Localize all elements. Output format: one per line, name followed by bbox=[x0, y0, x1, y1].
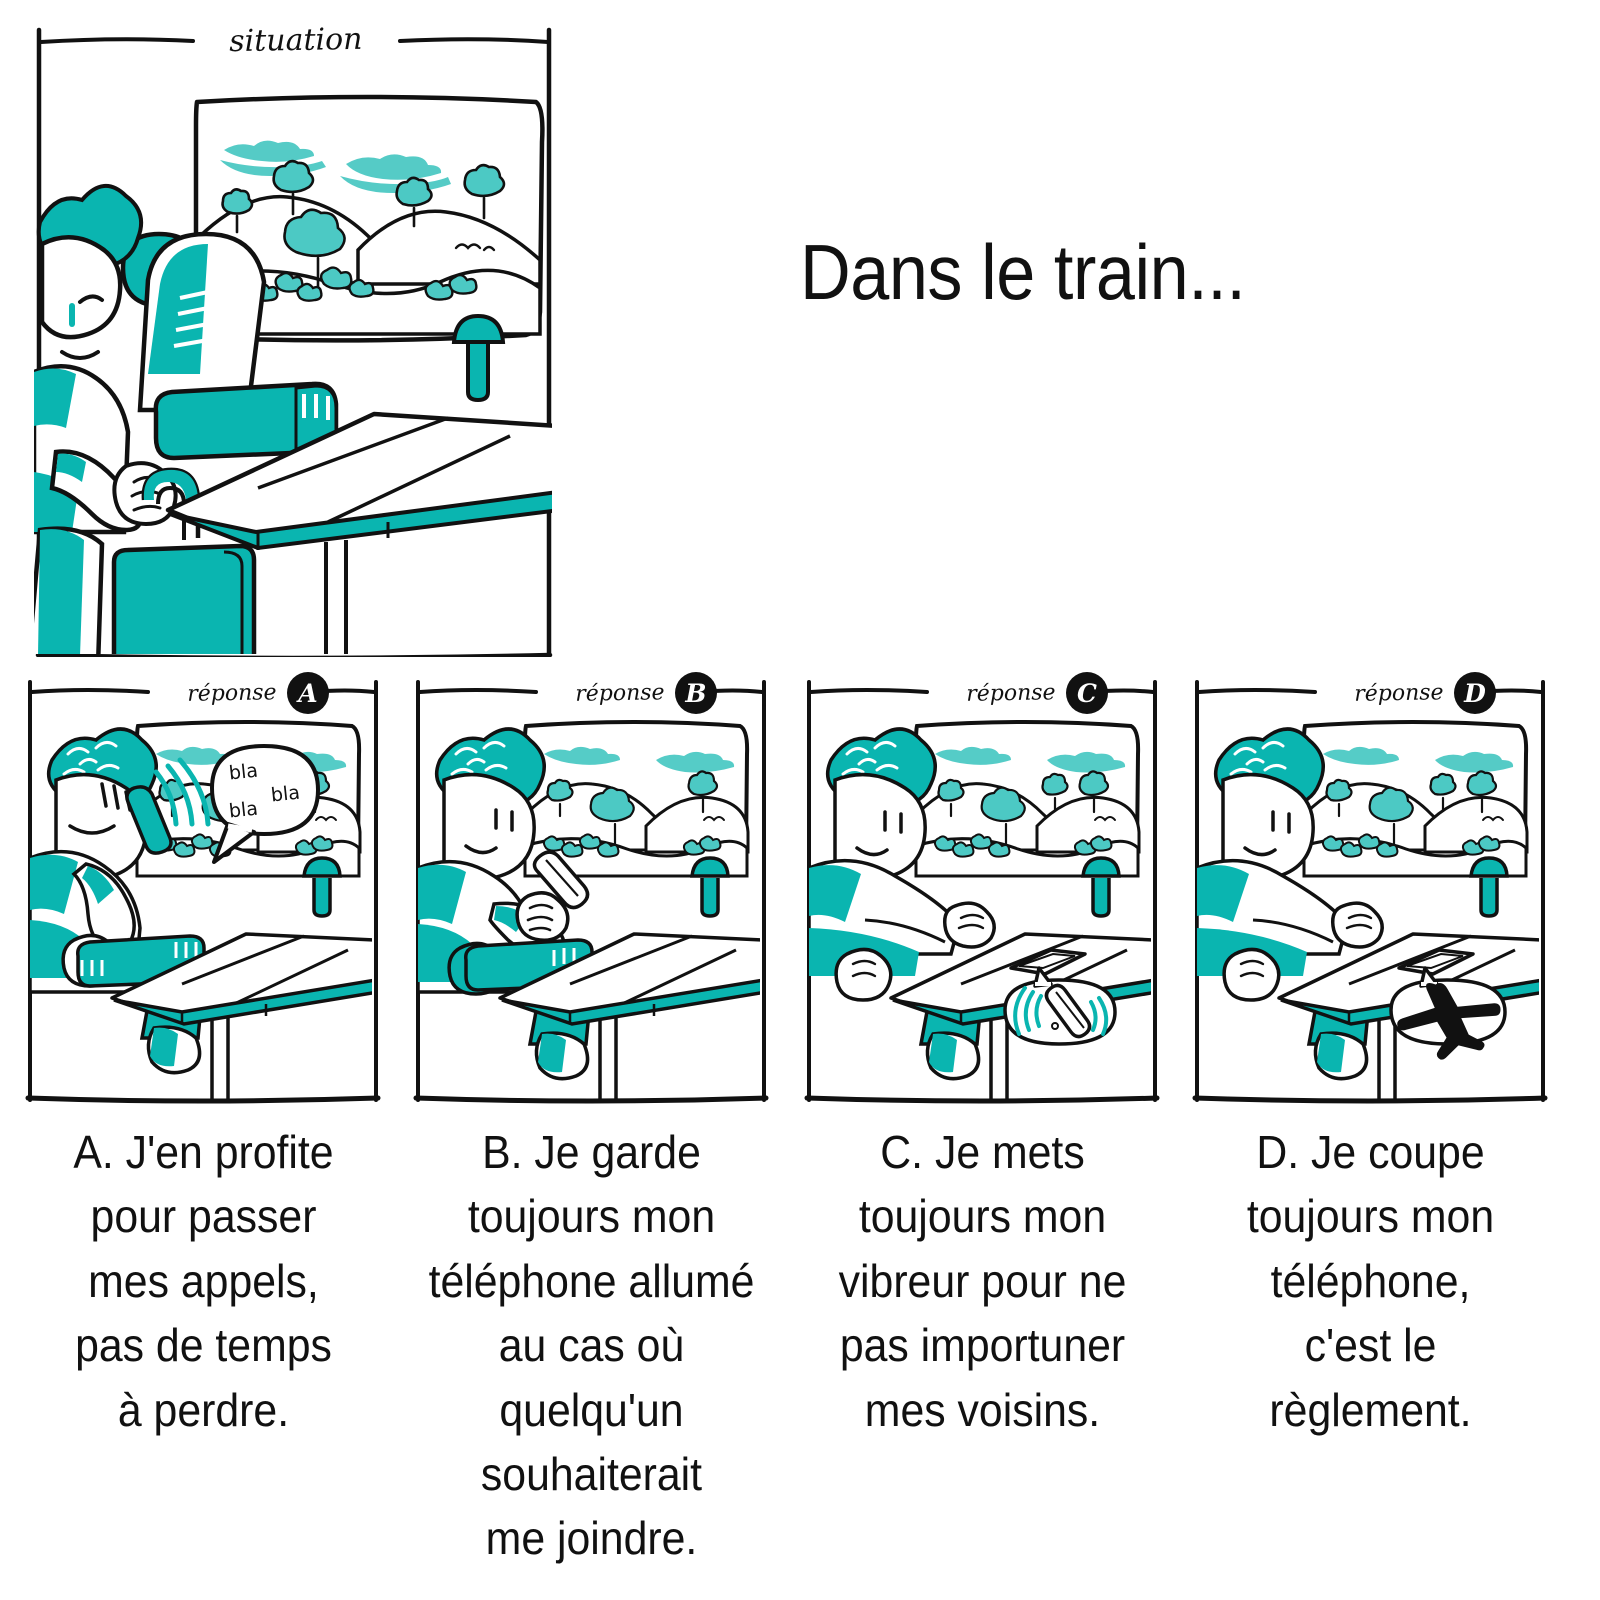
situation-illustration: situation bbox=[34, 22, 553, 657]
airplane-callout-d bbox=[1389, 966, 1507, 1060]
vibration-waves-icon bbox=[1013, 986, 1109, 1036]
caption-line: toujours mon bbox=[858, 1190, 1107, 1243]
situation-panel: situation bbox=[28, 22, 558, 657]
answer-panel-d[interactable]: réponse D bbox=[1183, 668, 1571, 1598]
phone-icon bbox=[1044, 983, 1092, 1039]
table-b bbox=[498, 932, 760, 1100]
answer-panel-a[interactable]: réponse A bbox=[16, 668, 404, 1598]
caption-line: D. Je coupe bbox=[1256, 1126, 1485, 1178]
answer-d-caption: D. Je coupe toujours mon téléphone, c'es… bbox=[1196, 1120, 1545, 1442]
answer-d-badge bbox=[1454, 672, 1496, 714]
caption-line: C. Je mets bbox=[880, 1126, 1085, 1178]
answer-a-header-label: réponse bbox=[187, 680, 277, 707]
vibration-callout-c bbox=[1003, 966, 1117, 1046]
answer-b-badge-letter: B bbox=[684, 679, 706, 708]
answer-c-caption: C. Je mets toujours mon vibreur pour ne … bbox=[808, 1120, 1157, 1442]
caption-line: B. Je garde bbox=[482, 1126, 701, 1178]
speech-bubble-a: bla bla bla bbox=[209, 743, 321, 864]
lamp-a bbox=[302, 856, 342, 878]
phone-on-table-d bbox=[1397, 948, 1475, 976]
caption-line: toujours mon bbox=[1246, 1190, 1495, 1243]
answer-c-badge-letter: C bbox=[1077, 679, 1097, 708]
caption-line: téléphone, bbox=[1270, 1254, 1471, 1307]
answer-b-illustration: réponse B bbox=[413, 672, 769, 1104]
phone-on-table-c bbox=[1009, 948, 1087, 976]
answer-c-illustration: réponse C bbox=[804, 672, 1160, 1104]
answer-a-caption: A. J'en profite pour passer mes appels, … bbox=[29, 1120, 378, 1442]
sound-waves-icon bbox=[153, 757, 211, 827]
bubble-word-2: bla bbox=[270, 782, 301, 807]
answer-c-header-label: réponse bbox=[966, 680, 1056, 707]
caption-line: au cas où bbox=[498, 1319, 685, 1372]
bubble-word-1: bla bbox=[228, 760, 259, 785]
caption-line: pour passer bbox=[90, 1190, 317, 1243]
caption-line: c'est le bbox=[1304, 1319, 1437, 1372]
page-title: Dans le train... bbox=[800, 228, 1246, 316]
hand-left-d bbox=[1222, 947, 1281, 1002]
answer-panel-c[interactable]: réponse C bbox=[795, 668, 1183, 1598]
answer-c-frame bbox=[804, 680, 1160, 1104]
passenger bbox=[34, 184, 178, 654]
caption-line: mes appels, bbox=[88, 1254, 319, 1307]
caption-line: A. J'en profite bbox=[73, 1126, 334, 1178]
train-table bbox=[165, 411, 552, 654]
answer-a-badge-letter: A bbox=[296, 679, 317, 708]
caption-line: mes voisins. bbox=[864, 1383, 1101, 1436]
answer-panel-b[interactable]: réponse B bbox=[404, 668, 792, 1598]
table-a bbox=[110, 932, 372, 1100]
answer-c-badge bbox=[1066, 672, 1108, 714]
caption-line: vibreur pour ne bbox=[838, 1254, 1127, 1307]
bird-icon bbox=[454, 243, 496, 252]
train-window bbox=[193, 94, 545, 343]
tree-icon bbox=[221, 159, 506, 290]
answer-d-header-label: réponse bbox=[1354, 680, 1444, 707]
caption-line: quelqu'un bbox=[499, 1383, 684, 1436]
caption-line: pas importuner bbox=[839, 1319, 1126, 1372]
airplane-mode-icon bbox=[1397, 983, 1501, 1060]
answers-row: réponse A bbox=[0, 668, 1600, 1598]
caption-line: à perdre. bbox=[117, 1383, 290, 1436]
caption-line: règlement. bbox=[1269, 1383, 1472, 1436]
lamp-b bbox=[690, 856, 730, 878]
caption-line: souhaiterait bbox=[480, 1447, 703, 1500]
travel-bag bbox=[111, 467, 257, 654]
caption-line: pas de temps bbox=[75, 1319, 332, 1372]
bubble-word-3: bla bbox=[228, 798, 259, 823]
lamp-d bbox=[1469, 856, 1509, 878]
answer-b-badge bbox=[675, 672, 717, 714]
phone-icon bbox=[125, 785, 173, 855]
caption-line: me joindre. bbox=[485, 1512, 698, 1565]
lamp-c bbox=[1081, 856, 1121, 878]
table-lamp bbox=[451, 313, 506, 403]
answer-b-header-label: réponse bbox=[575, 680, 665, 707]
situation-label: situation bbox=[229, 22, 363, 59]
caption-line: téléphone allumé bbox=[428, 1254, 755, 1307]
answer-d-illustration: réponse D bbox=[1192, 672, 1548, 1104]
answer-a-illustration: réponse A bbox=[25, 672, 381, 1104]
answer-a-badge bbox=[287, 672, 329, 714]
phone-icon bbox=[532, 850, 590, 910]
caption-line: toujours mon bbox=[467, 1190, 716, 1243]
answer-b-caption: B. Je garde toujours mon téléphone allum… bbox=[417, 1120, 766, 1571]
answer-d-badge-letter: D bbox=[1463, 679, 1486, 708]
hand-left-c bbox=[834, 947, 893, 1002]
